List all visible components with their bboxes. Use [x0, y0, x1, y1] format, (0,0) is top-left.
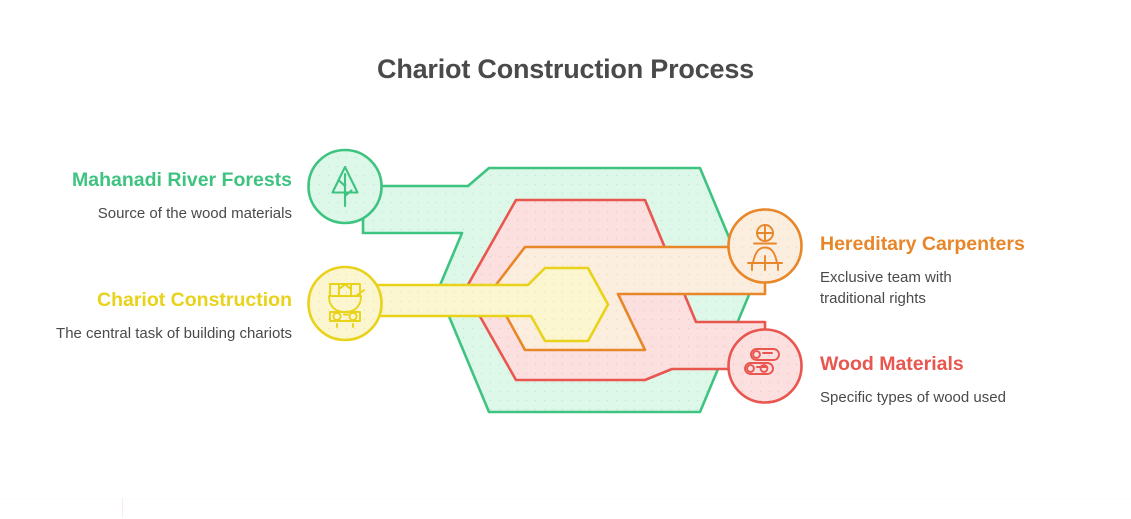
yellow-hexagon-with-arm: [361, 266, 610, 343]
chariot-icon: [328, 283, 365, 328]
page-title: Chariot Construction Process: [377, 54, 754, 84]
label-mahanadi-river-forests: Mahanadi River Forests Source of the woo…: [20, 168, 292, 224]
label-wood-materials: Wood Materials Specific types of wood us…: [820, 352, 1110, 408]
label-hereditary-carpenters: Hereditary Carpenters Exclusive team wit…: [820, 232, 1110, 309]
node-title-chariot-construction: Chariot Construction: [97, 289, 292, 311]
node-description-hereditary-carpenters: Exclusive team with traditional rights: [820, 268, 952, 308]
chariot-node-circle[interactable]: [307, 265, 383, 342]
node-title-mahanadi-river-forests: Mahanadi River Forests: [72, 169, 292, 191]
node-description-mahanadi-river-forests: Source of the wood materials: [97, 204, 292, 222]
footer-tick-mark: [122, 498, 123, 518]
tree-icon: [331, 165, 359, 208]
node-description-chariot-construction: The central task of building chariots: [56, 324, 292, 342]
label-chariot-construction: Chariot Construction The central task of…: [20, 288, 292, 344]
carpenter-node-circle[interactable]: [727, 208, 803, 284]
footer-divider: [0, 498, 1131, 499]
carpenter-icon: [747, 224, 783, 271]
layer-chariot-construction[interactable]: [307, 265, 610, 343]
node-description-wood-materials: Specific types of wood used: [820, 388, 1006, 406]
logs-icon: [744, 348, 780, 375]
node-title-wood-materials: Wood Materials: [820, 353, 964, 375]
node-title-hereditary-carpenters: Hereditary Carpenters: [820, 233, 1025, 255]
